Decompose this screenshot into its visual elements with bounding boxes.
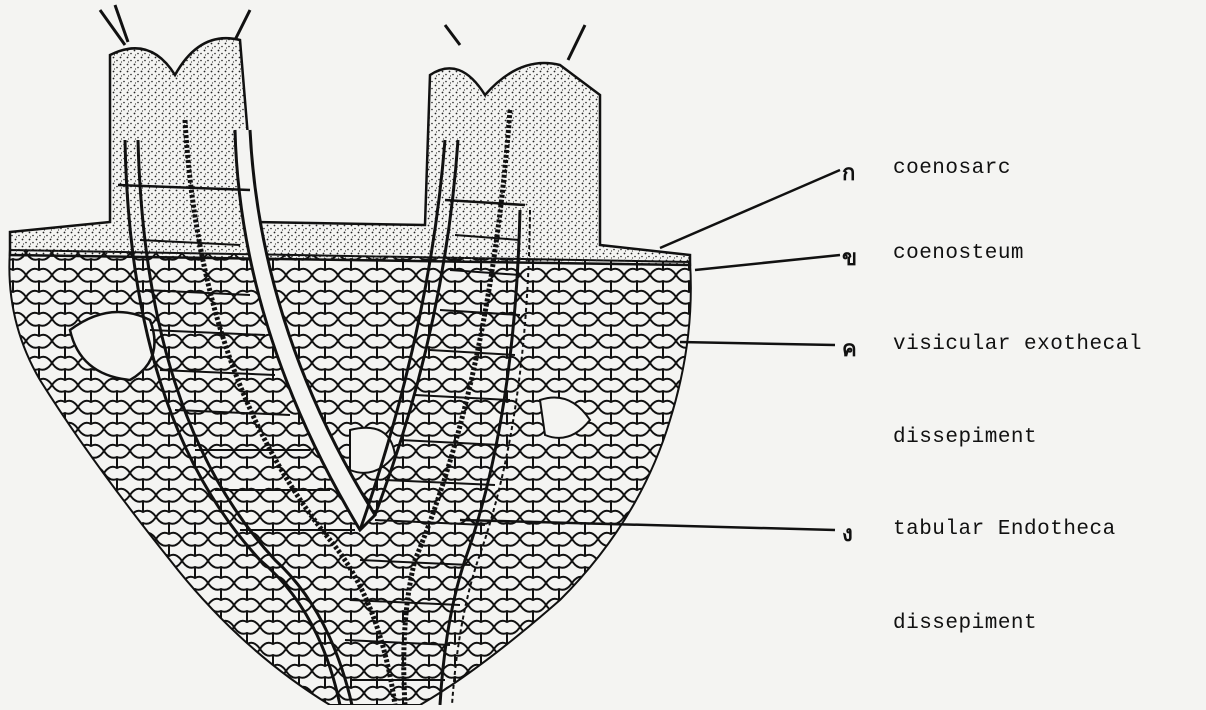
leader-coenosteum — [695, 255, 840, 270]
tentacle-left-1 — [100, 5, 128, 45]
label-marker-3: ค — [842, 331, 857, 366]
label-visicular-exothecal: visicular exothecal — [893, 333, 1142, 356]
label-marker-1: ก — [842, 155, 855, 190]
label-marker-4: ง — [842, 516, 853, 551]
leader-coenosarc — [660, 170, 840, 248]
coenosarc-layer — [10, 38, 690, 265]
tentacle-left-2 — [235, 10, 250, 40]
label-coenosarc: coenosarc — [893, 157, 1011, 180]
label-coenosteum: coenosteum — [893, 242, 1024, 265]
label-tabular-endotheca: tabular Endotheca — [893, 518, 1116, 541]
tentacle-right-2 — [568, 25, 585, 60]
label-marker-2: ข — [842, 240, 857, 275]
label-dissepiment-1: dissepiment — [893, 426, 1037, 449]
label-dissepiment-2: dissepiment — [893, 612, 1037, 635]
leader-exothecal — [680, 342, 835, 345]
tentacle-right-1 — [445, 25, 460, 45]
